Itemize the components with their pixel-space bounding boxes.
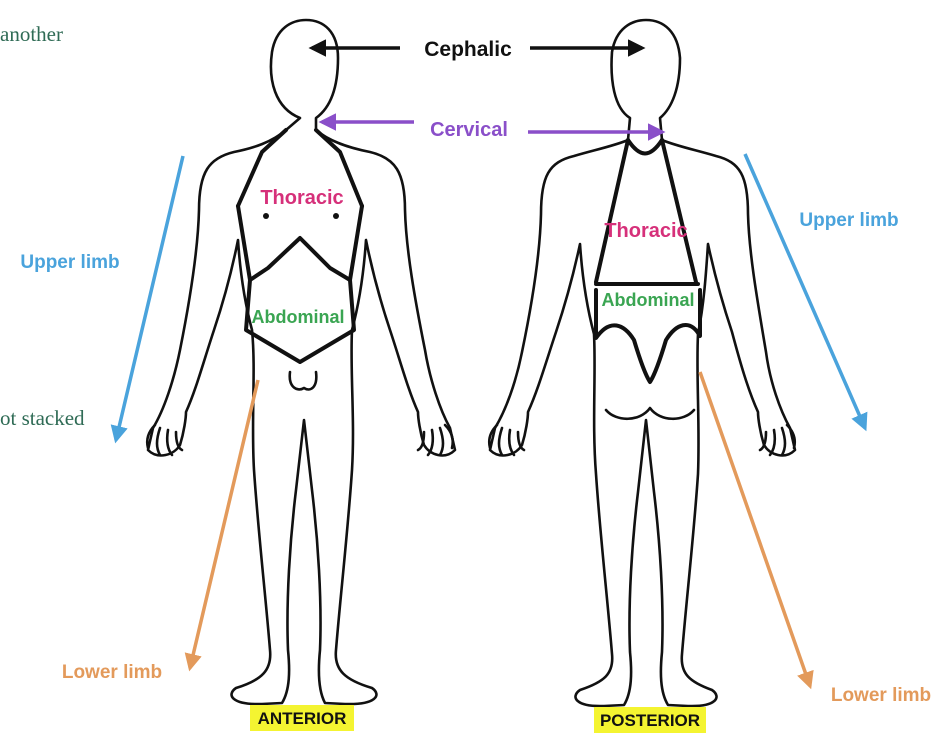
anterior-highlight <box>250 705 354 731</box>
lower-limb-right-label: Lower limb <box>831 685 931 706</box>
upper-limb-arrow-right <box>743 153 868 432</box>
abdominal-posterior-label: Abdominal <box>602 290 695 310</box>
lower-limb-arrow-left <box>184 379 260 672</box>
anterior-figure <box>145 18 457 706</box>
anterior-body-outline <box>146 18 457 706</box>
anterior-genital-outline <box>288 370 318 391</box>
posterior-figure <box>487 18 797 708</box>
anterior-right-hand <box>416 423 455 457</box>
posterior-highlight <box>594 707 706 733</box>
upper-limb-arrow-left <box>110 155 185 444</box>
anterior-abdominal-region <box>244 278 356 364</box>
cephalic-label: Cephalic <box>424 38 512 61</box>
lower-limb-left-label: Lower limb <box>62 662 162 683</box>
upper-limb-right-label: Upper limb <box>799 210 898 231</box>
posterior-view-label: POSTERIOR <box>600 711 700 730</box>
posterior-left-hand <box>487 423 526 457</box>
anterior-left-hand <box>145 423 184 457</box>
background-text-stacked: ot stacked <box>0 406 85 430</box>
posterior-thoracic-region <box>594 138 700 286</box>
posterior-abdominal-region <box>594 288 702 384</box>
thoracic-anterior-label: Thoracic <box>260 187 343 209</box>
anterior-cervical-region <box>236 128 364 208</box>
posterior-right-hand <box>758 423 797 457</box>
lower-limb-arrow-right <box>698 371 814 690</box>
anterior-view-label: ANTERIOR <box>258 709 347 728</box>
anterior-thoracic-region <box>236 204 364 282</box>
cervical-label: Cervical <box>430 119 508 141</box>
background-text-another: another <box>0 22 63 46</box>
anterior-nipple-right <box>333 213 339 219</box>
anterior-nipple-left <box>263 213 269 219</box>
abdominal-anterior-label: Abdominal <box>252 307 345 327</box>
posterior-cervical-region <box>626 138 664 156</box>
upper-limb-left-label: Upper limb <box>20 252 119 273</box>
posterior-buttocks-outline <box>604 406 696 421</box>
thoracic-posterior-label: Thoracic <box>604 220 687 242</box>
posterior-body-outline <box>488 18 797 708</box>
